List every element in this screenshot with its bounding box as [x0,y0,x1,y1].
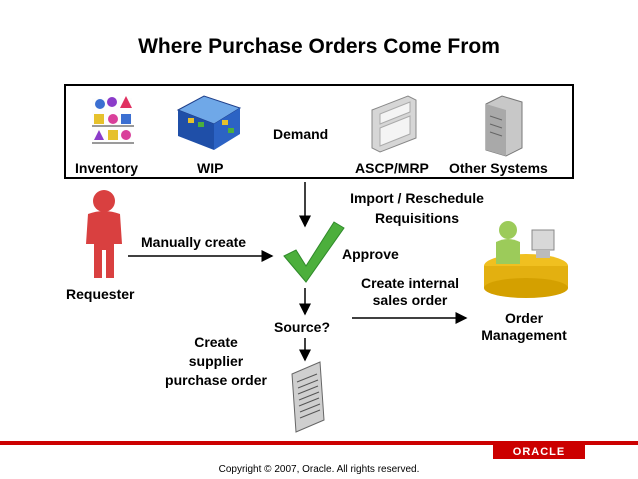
source-question-label: Source? [274,319,330,335]
server-tower-icon [486,96,522,156]
supplier-line-3: purchase order [154,372,278,388]
wip-label: WIP [197,160,223,176]
approve-label: Approve [342,246,399,262]
requester-person-icon [86,190,122,278]
order-mgmt-line-1: Order [472,310,576,326]
ascp-mrp-label: ASCP/MRP [355,160,429,176]
order-management-label: Order Management [472,310,576,343]
import-line-1: Import / Reschedule [338,190,496,206]
requester-label: Requester [66,286,134,302]
supplier-line-2: supplier [154,353,278,369]
import-reschedule-label: Import / Reschedule Requisitions [338,190,496,226]
supplier-line-1: Create [154,334,278,350]
create-internal-label: Create internal sales order [348,275,472,308]
internal-line-2: sales order [348,292,472,308]
other-systems-label: Other Systems [449,160,548,176]
inventory-label: Inventory [75,160,138,176]
purchase-order-document-icon [292,362,324,432]
demand-label: Demand [273,126,328,142]
wip-factory-icon [178,96,240,150]
internal-line-1: Create internal [348,275,472,291]
order-mgmt-line-2: Management [472,327,576,343]
order-management-person-icon [484,221,568,298]
copyright-text: Copyright © 2007, Oracle. All rights res… [0,464,638,475]
approve-check-icon [284,222,344,282]
ascp-window-icon [372,96,416,152]
create-supplier-po-label: Create supplier purchase order [154,334,278,388]
inventory-shapes-icon [92,96,134,150]
manually-create-label: Manually create [141,234,246,250]
oracle-logo: ORACLE [493,445,585,459]
import-line-2: Requisitions [338,210,496,226]
